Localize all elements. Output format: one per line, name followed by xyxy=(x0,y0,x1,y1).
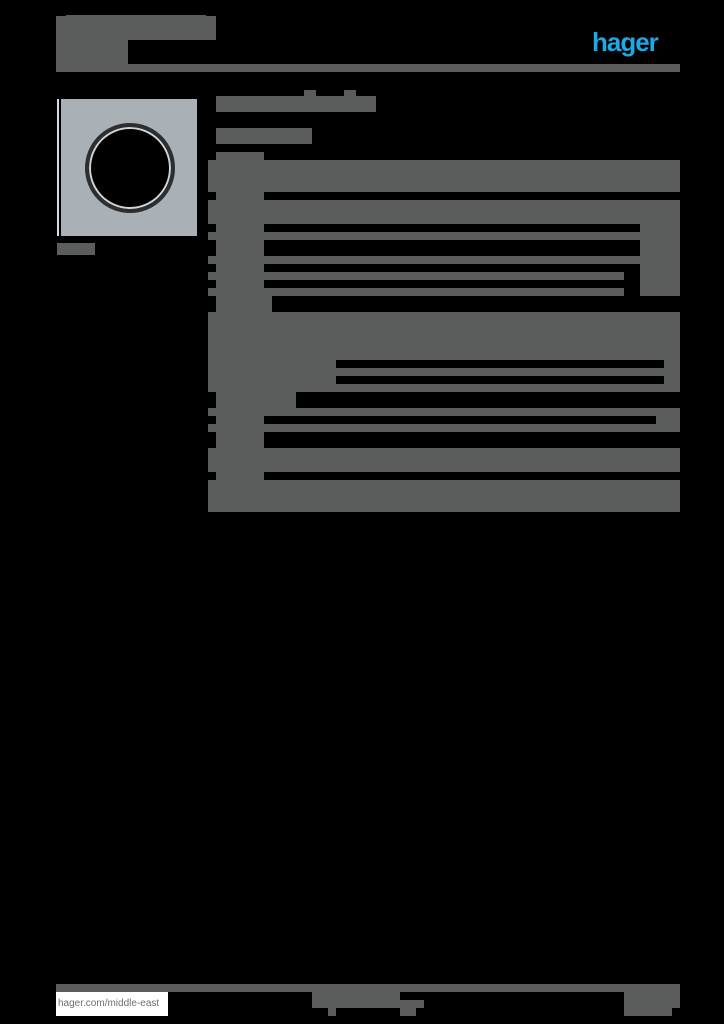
product-image-caption xyxy=(57,243,95,255)
spec-row-1 xyxy=(208,160,680,192)
spec-row-15 xyxy=(208,480,680,512)
image-edge xyxy=(57,99,59,236)
hager-logo: hager xyxy=(592,27,659,57)
spec-row-4 xyxy=(208,256,672,264)
product-image xyxy=(57,99,197,236)
footer-center-descender-1 xyxy=(328,1008,336,1016)
footer-url-link[interactable]: hager.com/middle-east xyxy=(56,992,168,1016)
header-title-block xyxy=(56,16,216,40)
spec-row-12-right xyxy=(656,408,680,432)
footer-page-number xyxy=(624,992,680,1008)
spec-row-14 xyxy=(208,448,680,472)
spec-row-6 xyxy=(208,288,624,296)
product-title-ascender-1 xyxy=(304,90,316,96)
header-title-ascenders xyxy=(66,15,206,17)
spec-row-2-right xyxy=(640,200,680,296)
spec-row-10 xyxy=(208,384,680,392)
spec-row-3 xyxy=(208,232,648,240)
product-title xyxy=(216,96,376,112)
footer-page-number-lower xyxy=(624,1008,672,1016)
spec-row-2 xyxy=(208,200,680,224)
spec-row-5 xyxy=(208,272,624,280)
spec-row-12 xyxy=(208,408,680,416)
footer-center-tail xyxy=(400,1000,424,1008)
product-subtitle xyxy=(216,128,312,144)
footer-center-text xyxy=(312,992,400,1008)
product-title-ascender-2 xyxy=(344,90,356,96)
spec-row-13 xyxy=(208,424,680,432)
header-subtitle-block xyxy=(56,40,128,65)
header-rule xyxy=(56,64,680,72)
spec-row-11-label xyxy=(216,392,296,408)
frame-opening xyxy=(85,123,175,213)
spec-row-9-right xyxy=(664,312,680,392)
footer-rule xyxy=(56,984,680,992)
spec-row-7-label xyxy=(216,296,272,312)
footer-center-descender-2 xyxy=(400,1008,416,1016)
spec-row-9 xyxy=(208,368,664,376)
